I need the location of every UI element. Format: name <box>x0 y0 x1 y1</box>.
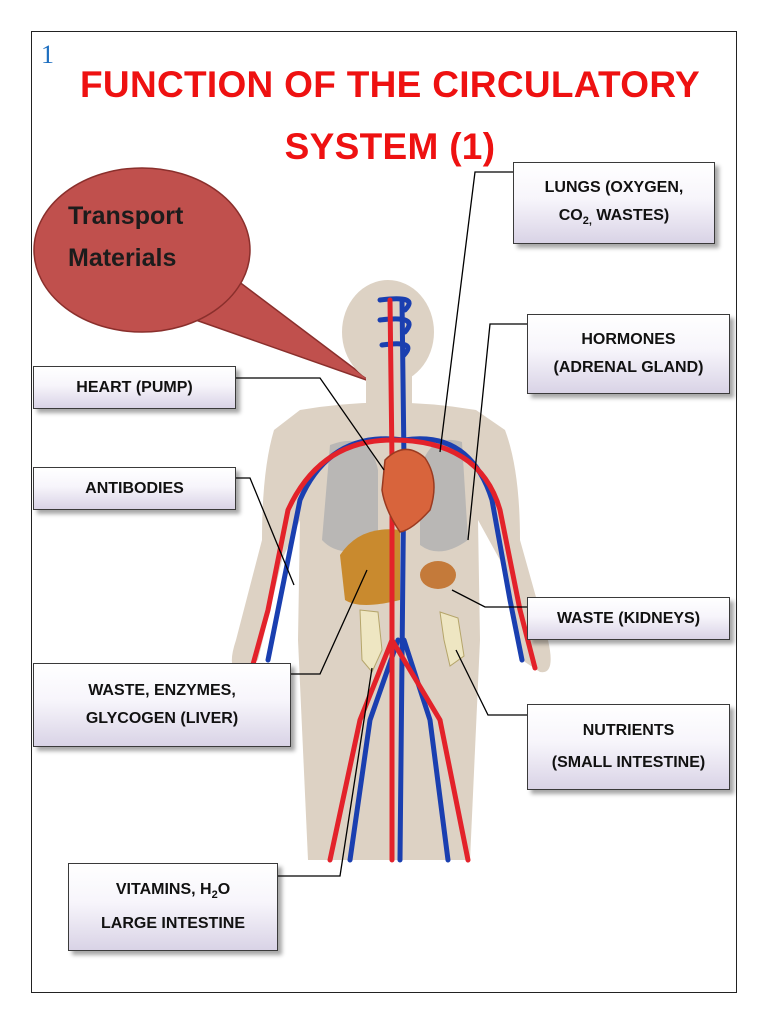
label-lungs-line-1: LUNGS (OXYGEN, <box>544 178 684 196</box>
label-h2o-o: O <box>217 880 231 898</box>
label-liver: WASTE, ENZYMES, GLYCOGEN (LIVER) <box>33 663 291 747</box>
heart <box>381 448 435 533</box>
arteries <box>249 297 538 863</box>
label-large-intestine-line-1: VITAMINS, H2O <box>116 881 230 901</box>
label-hormones-line-2: (ADRENAL GLAND) <box>553 359 704 376</box>
label-hormones-line-1: HORMONES <box>581 331 676 348</box>
label-kidneys-line-1: WASTE (KIDNEYS) <box>556 609 701 627</box>
speech-bubble <box>33 167 373 383</box>
label-liver-line-2: GLYCOGEN (LIVER) <box>85 710 239 727</box>
label-kidneys: WASTE (KIDNEYS) <box>527 597 730 640</box>
lungs <box>322 439 468 552</box>
label-antibodies: ANTIBODIES <box>33 467 236 510</box>
label-lungs-sub: 2, <box>582 215 592 228</box>
leader-lines <box>236 171 527 877</box>
kidney <box>420 561 456 589</box>
title-line-2: SYSTEM (1) <box>284 126 496 167</box>
label-heart-line-1: HEART (PUMP) <box>76 378 193 396</box>
page-title: FUNCTION OF THE CIRCULATORY SYSTEM (1) <box>60 54 720 178</box>
label-h2o-sub: 2 <box>211 889 218 902</box>
liver <box>340 529 400 605</box>
label-vitamins: VITAMINS, H <box>115 880 212 898</box>
slide-number: 1 <box>41 40 54 69</box>
speech-bubble-body <box>33 167 251 333</box>
label-lungs: LUNGS (OXYGEN, CO2, WASTES) <box>513 162 715 244</box>
title-line-1: FUNCTION OF THE CIRCULATORY <box>80 64 700 105</box>
small-intestine <box>439 611 465 667</box>
label-small-intestine: NUTRIENTS (SMALL INTESTINE) <box>527 704 730 790</box>
label-antibodies-line-1: ANTIBODIES <box>85 479 184 497</box>
label-lungs-line-2: CO2, WASTES) <box>559 207 670 227</box>
label-lungs-co: CO <box>558 206 583 224</box>
label-large-intestine-line-2: LARGE INTESTINE <box>100 915 245 933</box>
bubble-line-2: Materials <box>68 244 177 272</box>
page-frame <box>31 31 737 993</box>
label-hormones: HORMONES (ADRENAL GLAND) <box>527 314 730 394</box>
label-lungs-wastes: WASTES) <box>591 206 670 224</box>
label-large-intestine: VITAMINS, H2O LARGE INTESTINE <box>68 863 278 951</box>
label-small-intestine-line-1: NUTRIENTS <box>582 722 675 739</box>
label-heart: HEART (PUMP) <box>33 366 236 409</box>
bubble-text: Transport Materials <box>68 195 228 279</box>
label-liver-line-1: WASTE, ENZYMES, <box>88 682 236 699</box>
label-small-intestine-line-2: (SMALL INTESTINE) <box>551 754 706 771</box>
bubble-line-1: Transport <box>68 202 184 230</box>
large-intestine <box>359 609 383 673</box>
